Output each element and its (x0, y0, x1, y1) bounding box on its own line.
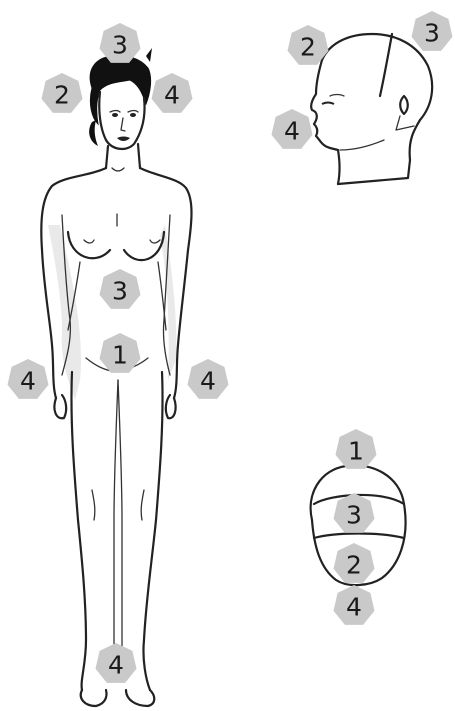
marker-label: 2 (300, 33, 316, 62)
marker-figure-front-right-hip: 4 (188, 359, 229, 399)
marker-label: 4 (284, 117, 300, 146)
marker-label: 4 (20, 367, 36, 396)
marker-label: 4 (346, 593, 362, 622)
marker-figure-front-feet: 4 (96, 643, 137, 683)
marker-label: 2 (346, 551, 362, 580)
marker-figure-front-left-hip: 4 (8, 359, 49, 399)
marker-label: 3 (112, 31, 128, 60)
marker-head-top-view-lower: 2 (334, 543, 375, 583)
marker-label: 3 (112, 277, 128, 306)
marker-figure-front-belly: 3 (100, 269, 141, 309)
marker-label: 1 (112, 341, 128, 370)
marker-label: 1 (348, 437, 364, 466)
front-figure-drawing (41, 48, 191, 706)
head-profile-drawing (311, 34, 432, 184)
marker-head-profile-mouth: 4 (272, 109, 313, 149)
marker-head-profile-back-top: 3 (412, 11, 453, 51)
marker-figure-front-right-head: 4 (152, 73, 193, 113)
marker-label: 3 (424, 19, 440, 48)
marker-label: 4 (108, 651, 124, 680)
marker-label: 4 (200, 367, 216, 396)
marker-head-top-view-bottom: 4 (334, 585, 375, 625)
marker-head-top-view-middle: 3 (334, 493, 375, 533)
marker-label: 2 (54, 81, 70, 110)
marker-figure-front-left-head: 2 (42, 73, 83, 113)
marker-label: 4 (164, 81, 180, 110)
marker-label: 3 (346, 501, 362, 530)
marker-head-top-view-top: 1 (336, 429, 377, 469)
